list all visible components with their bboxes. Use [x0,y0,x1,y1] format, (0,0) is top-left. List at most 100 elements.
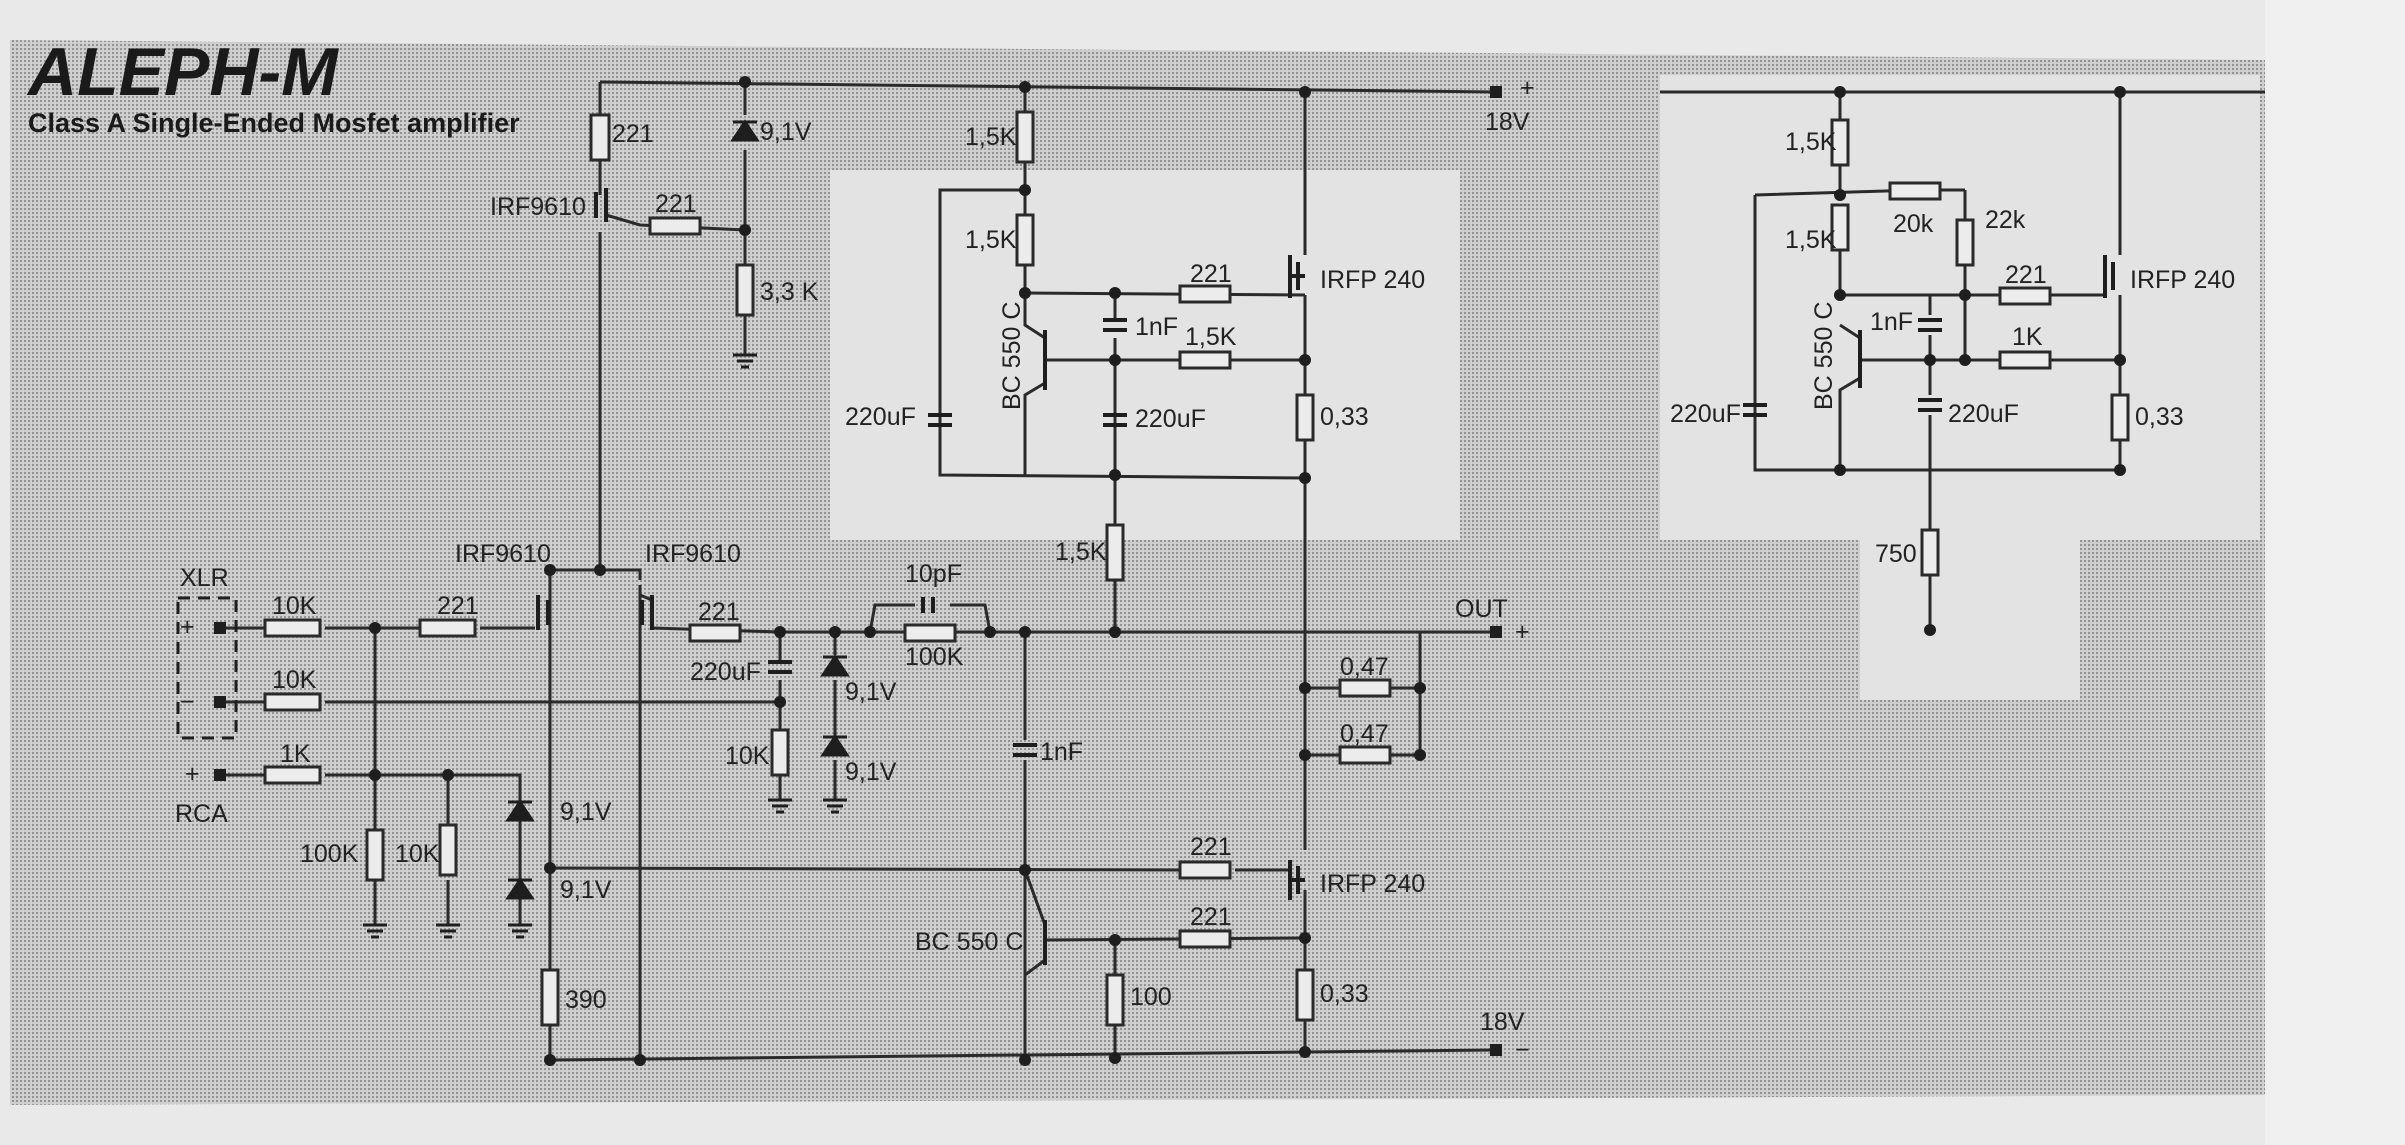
label-r15k-low: 1,5K [1055,538,1107,566]
path-element [605,213,746,232]
label-out: OUT [1455,595,1508,623]
terminal-neg [1490,1044,1502,1056]
label-q-irf9610-top: IRF9610 [490,193,586,221]
label-out-plus: + [1515,618,1530,646]
title: ALEPH-M [26,34,339,110]
label-r221-upper-gate: 221 [1190,260,1232,288]
label-q-irf9610-l: IRF9610 [455,540,551,568]
label-r047-a: 0,47 [1340,653,1389,681]
terminal-pos [1490,86,1502,98]
circle-element [442,769,454,781]
label-r221-low-fb: 221 [1190,903,1232,931]
variant-panel [1660,75,2260,540]
label-r221-top: 221 [612,120,654,148]
circle-element [1299,354,1311,366]
resistors [263,110,2130,1027]
label-c1nf-mid: 1nF [1040,738,1083,766]
capacitor-1nf-mid [1013,743,1037,757]
label-q-bc550-bot: BC 550 C [915,928,1023,956]
label-q-irfp240: IRFP 240 [2130,266,2235,294]
variant-mosfet-irfp240 [2103,255,2115,298]
circle-element [634,1054,646,1066]
label-r100k-gnd: 100K [300,840,359,868]
circle-element [1299,472,1311,484]
mosfet-irf9610-right [640,595,654,630]
resistor-1k5-fb [1178,350,1232,370]
label-z91-c: 9,1V [560,798,612,826]
resistor-10k-gnd [770,728,790,777]
label-r10k-gnd: 10K [725,742,770,770]
terminal-xlr-plus [214,622,226,634]
label-r390: 390 [565,986,607,1014]
circle-element [2114,354,2126,366]
table-edge [2265,0,2405,1145]
circle-element [369,769,381,781]
label-rca-plus: + [185,760,200,788]
variant-pot-20k [1888,181,1942,201]
circle-element [1924,354,1936,366]
resistor-033-bot [1295,968,1315,1022]
capacitor-1nf-top [1103,318,1127,332]
label-r33k: 3,3 K [760,278,819,306]
variant-resistor-1k [1998,350,2052,370]
label-r15k-fb: 1,5K [1185,323,1237,351]
label-r221-diff: 221 [698,598,740,626]
label-r22k: 22k [1985,206,2026,234]
circle-element [774,626,786,638]
circle-element [544,564,556,576]
circle-element [2114,464,2126,476]
path-element [550,568,642,580]
label-r033-bot: 0,33 [1320,980,1369,1008]
variant-resistor-1k5-b [1830,203,1850,252]
terminal-rca [214,769,226,781]
variant-capacitor-1nf [1918,318,1942,332]
label-r1k: 1K [2012,323,2043,351]
capacitor-220uf-left [928,413,952,427]
label-c10pf: 10pF [905,560,962,588]
subtitle: Class A Single-Ended Mosfet amplifier [28,108,520,138]
label-neg-minus: − [1515,1036,1530,1064]
variant-resistor-221 [1998,286,2052,306]
label-r15k-a: 1,5K [1785,128,1837,156]
label-c220-left: 220uF [845,403,916,431]
circle-element [1834,464,1846,476]
circle-element [1299,932,1311,944]
circle-element [1109,469,1121,481]
terminal-out [1490,626,1502,638]
label-pos-rail: 18V [1485,108,1530,136]
circle-element [1109,1052,1121,1064]
variant-resistor-22k [1955,218,1975,267]
circle-element [1109,934,1121,946]
circle-element [1019,287,1031,299]
label-r15k-b: 1,5K [965,226,1017,254]
label-q-bc550-top: BC 550 C [998,302,1026,410]
label-xlr: XLR [180,564,229,592]
variant-resistor-750 [1920,528,1940,577]
mosfet-irfp240-top [1288,255,1305,298]
label-z91-a: 9,1V [845,678,897,706]
circle-element [1019,81,1031,93]
resistor-10k-in2 [263,692,322,712]
xlr-connector-box [176,596,238,740]
label-pos-plus: + [1520,74,1535,102]
capacitor-10pf [921,597,935,613]
circle-element [1959,354,1971,366]
transistors [536,188,2115,965]
variant-capacitor-220uf-left [1743,403,1767,417]
variant-resistor-1k5-a [1830,118,1850,167]
label-r047-b: 0,47 [1340,720,1389,748]
circle-element [739,76,751,88]
label-z91-b: 9,1V [845,758,897,786]
label-r15k-a: 1,5K [965,123,1017,151]
resistor-1k-in [263,765,322,785]
label-r033: 0,33 [2135,403,2184,431]
resistor-033-top [1295,393,1315,442]
path-element [1023,293,1046,340]
label-r100: 100 [1130,983,1172,1011]
ground-100k [363,923,387,939]
ground-top [733,353,757,369]
circle-element [1109,287,1121,299]
mosfet-irfp240-bot [1288,860,1305,900]
zener-9v1-c [505,799,535,822]
label-r033-top: 0,33 [1320,403,1369,431]
